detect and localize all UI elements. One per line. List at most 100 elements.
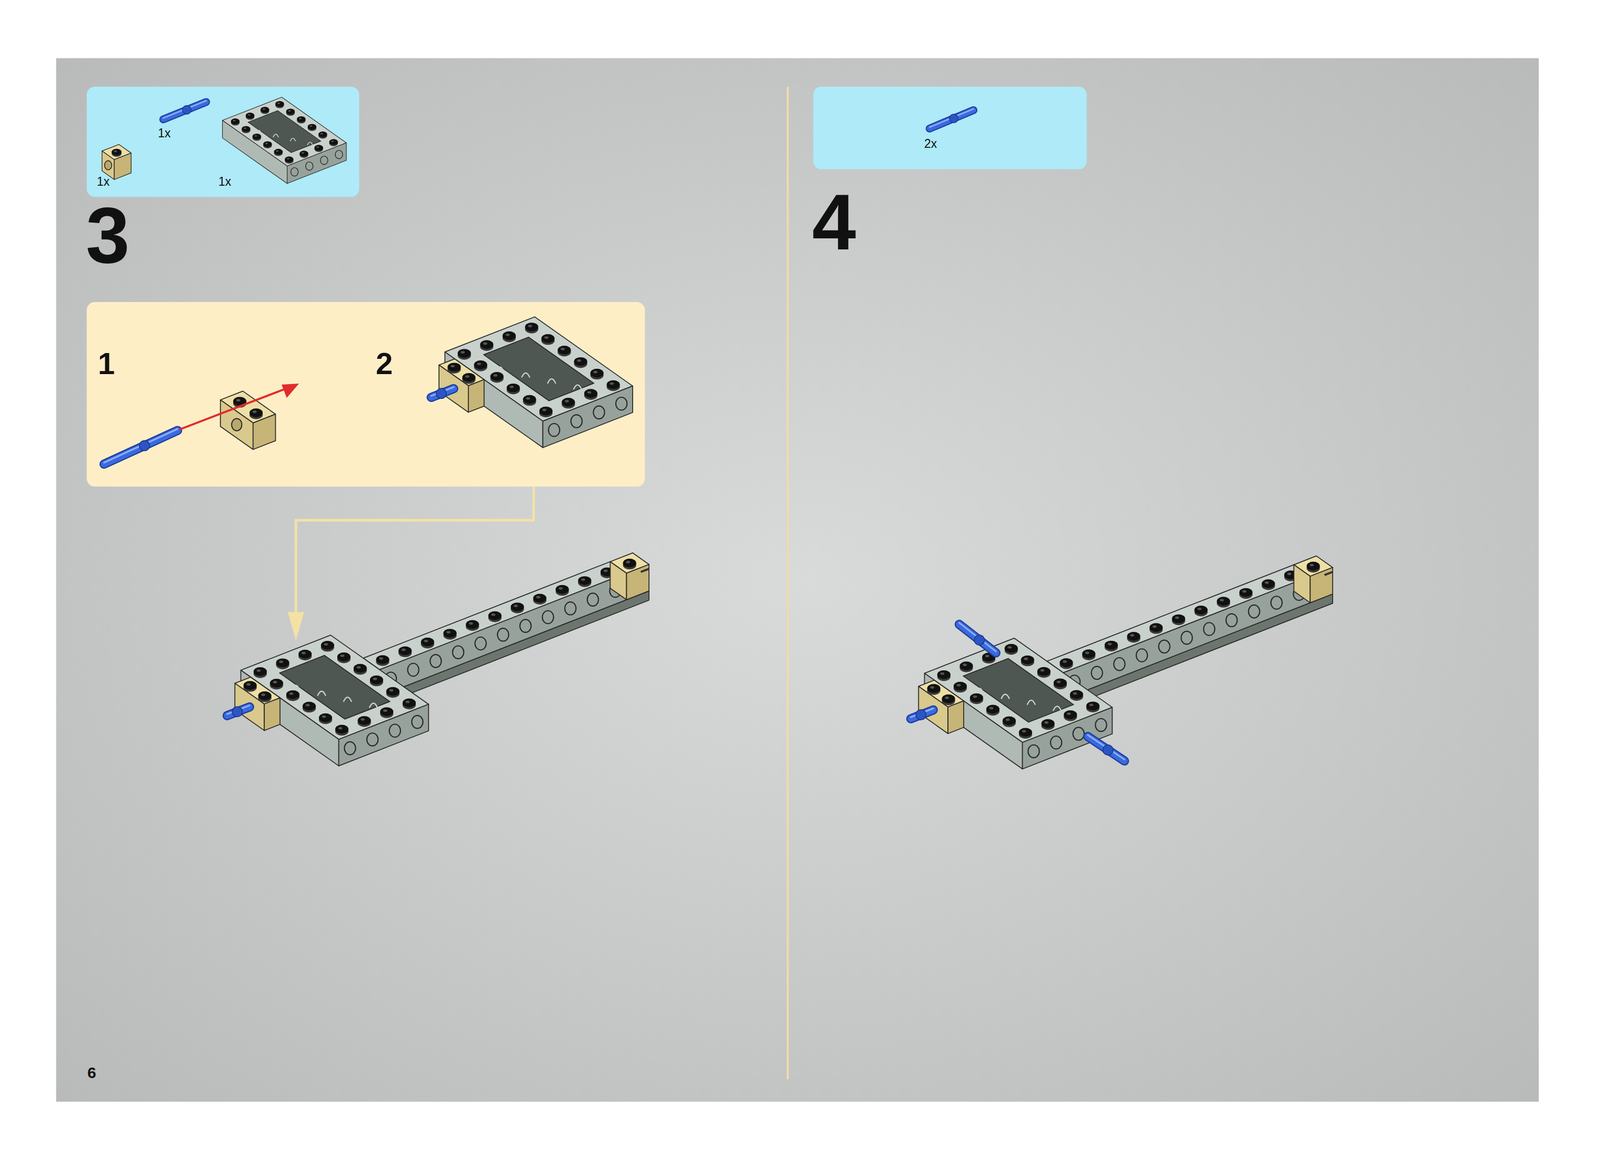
pin-hole xyxy=(1073,727,1085,740)
stud xyxy=(1104,641,1118,650)
stud-highlight xyxy=(322,715,327,719)
pin-hole xyxy=(430,654,442,668)
stud-highlight xyxy=(246,683,251,686)
stud-highlight xyxy=(254,135,257,137)
stud-highlight xyxy=(1007,646,1013,649)
stud-highlight xyxy=(476,362,482,366)
stud xyxy=(937,670,951,680)
stud xyxy=(1261,579,1275,589)
frame-arch xyxy=(495,366,505,372)
stud xyxy=(252,133,262,140)
stud-highlight xyxy=(1005,718,1010,722)
stud-highlight xyxy=(298,117,302,120)
stud xyxy=(953,682,967,692)
stud xyxy=(1021,655,1035,665)
stud-highlight xyxy=(424,640,429,643)
stud xyxy=(584,388,598,398)
leader-arrowhead xyxy=(287,612,305,641)
pin-hole xyxy=(1095,718,1107,732)
blue-pin-highlight xyxy=(163,100,206,118)
stud xyxy=(321,641,335,650)
stud xyxy=(1053,678,1067,688)
pin-hole xyxy=(1158,640,1170,654)
stud-highlight xyxy=(505,333,510,337)
blue-pin xyxy=(163,102,206,120)
stud-highlight xyxy=(356,666,362,669)
pin-hole xyxy=(587,593,599,606)
stud-highlight xyxy=(944,696,949,700)
stud xyxy=(480,340,494,350)
pin-hole xyxy=(344,742,356,755)
brick-side xyxy=(1063,576,1310,700)
stud xyxy=(307,123,317,130)
stud-highlight xyxy=(962,663,967,667)
frame-arch xyxy=(255,130,262,134)
stud xyxy=(335,725,349,735)
blue-pin-highlight xyxy=(104,428,178,463)
stud xyxy=(231,118,240,125)
stud xyxy=(574,357,588,367)
stud-highlight xyxy=(558,587,563,590)
stud-highlight xyxy=(1073,692,1078,696)
frame-opening xyxy=(963,658,1074,723)
insert-arrowhead xyxy=(281,383,299,398)
leader-line xyxy=(295,486,534,625)
pin-hole xyxy=(593,406,605,419)
stud xyxy=(398,646,412,656)
stud-highlight xyxy=(286,157,290,160)
stud-highlight xyxy=(301,652,306,655)
stud-highlight xyxy=(338,727,343,730)
stud xyxy=(523,395,537,405)
stud-highlight xyxy=(1107,643,1113,646)
stud xyxy=(275,101,285,107)
brick-side xyxy=(947,701,964,734)
pin-hole xyxy=(366,733,378,746)
blue-pin xyxy=(929,110,974,129)
stud xyxy=(1018,727,1033,737)
stud xyxy=(302,702,316,712)
stud-highlight xyxy=(491,613,496,617)
brick-side xyxy=(264,697,280,731)
brick-drawings xyxy=(102,97,1333,770)
parts-panel xyxy=(86,86,360,197)
stud xyxy=(249,408,263,418)
pin-hole xyxy=(497,628,509,642)
stud-highlight xyxy=(564,400,569,403)
frame-arch xyxy=(307,142,313,146)
stud xyxy=(1041,719,1055,729)
pin-hole xyxy=(407,663,419,677)
stud xyxy=(959,661,973,671)
stud xyxy=(1002,716,1016,726)
blue-pin xyxy=(929,110,974,129)
stud-highlight xyxy=(309,125,313,127)
brick-top xyxy=(363,562,627,670)
pin-hole xyxy=(615,397,627,410)
stud xyxy=(1172,614,1186,624)
stud-highlight xyxy=(587,391,592,394)
stud xyxy=(533,593,547,603)
stud xyxy=(375,655,389,665)
stud-highlight xyxy=(373,677,378,681)
stud-highlight xyxy=(544,336,549,339)
stud xyxy=(557,345,572,355)
brick-top xyxy=(1046,564,1310,673)
step-number: 4 xyxy=(812,182,856,262)
stud-highlight xyxy=(1242,590,1247,594)
stud xyxy=(370,675,384,685)
stud-highlight xyxy=(301,152,305,154)
stud-highlight xyxy=(1022,730,1027,734)
stud-highlight xyxy=(1044,721,1049,725)
stud-highlight xyxy=(289,692,294,696)
blue-pin xyxy=(1087,736,1125,762)
blue-pin-collar xyxy=(436,388,447,399)
stud-highlight xyxy=(256,669,262,673)
stud xyxy=(490,372,504,382)
stud xyxy=(539,406,553,416)
stud-highlight xyxy=(625,561,630,564)
stud-highlight xyxy=(930,686,935,689)
stud xyxy=(1216,596,1230,606)
blue-pin-collar xyxy=(949,114,958,123)
stud-highlight xyxy=(1085,651,1090,655)
stud-highlight xyxy=(1309,564,1314,567)
stud-highlight xyxy=(483,342,488,346)
